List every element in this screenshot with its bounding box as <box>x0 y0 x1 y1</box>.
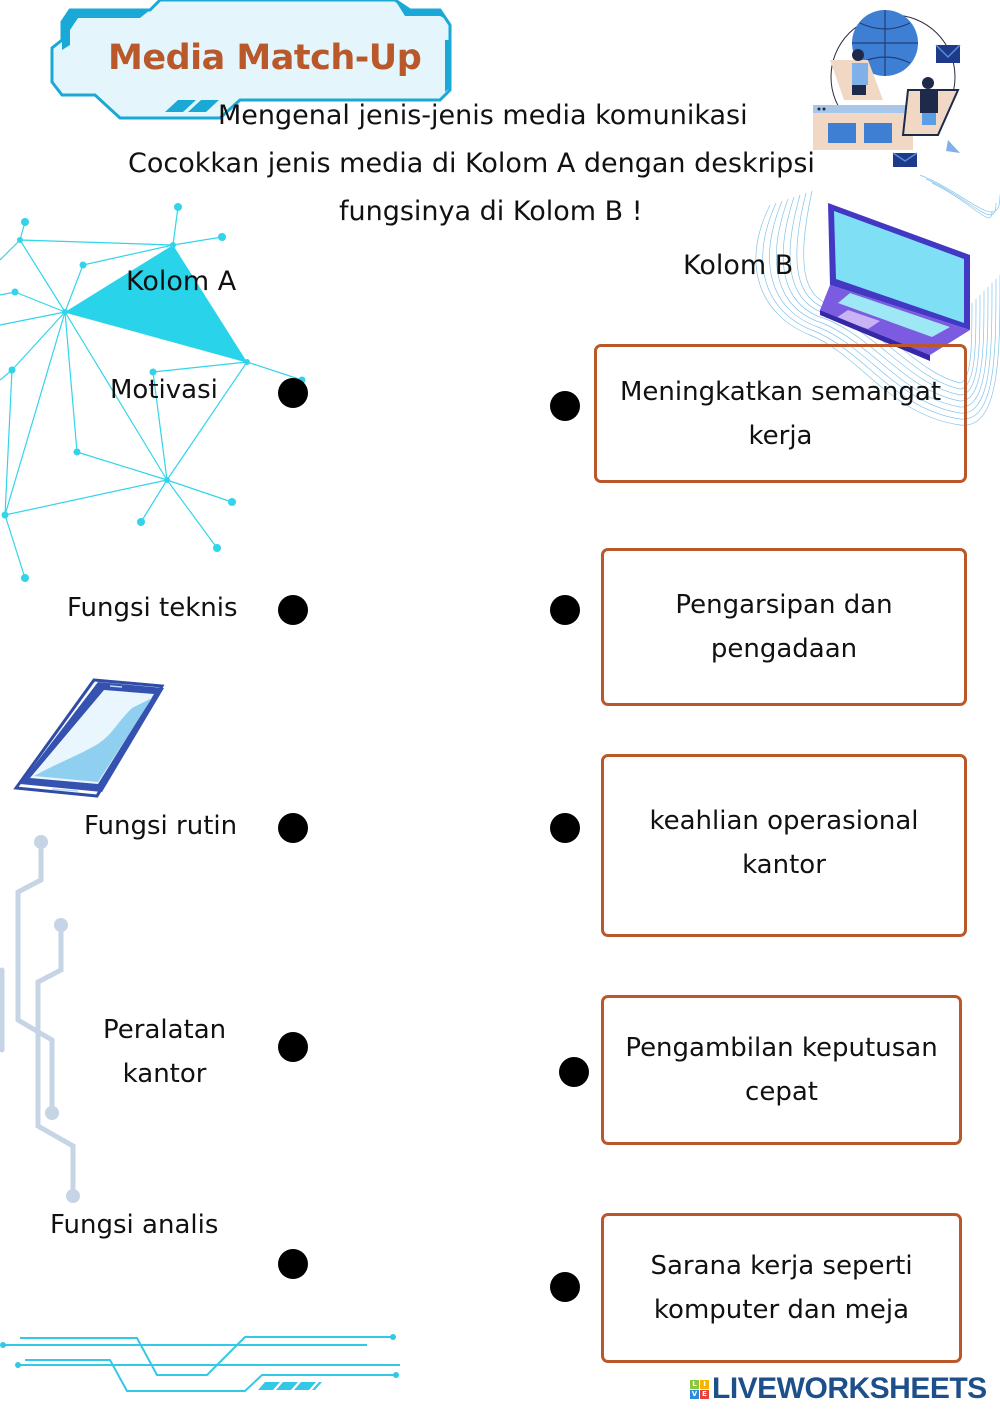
logo-text: LIVEWORKSHEETS <box>712 1372 987 1405</box>
label-line: Peralatan <box>103 1015 227 1045</box>
logo-letter: L <box>690 1379 699 1389</box>
box-line: kerja <box>748 420 813 451</box>
match-dot-b2[interactable] <box>550 595 580 625</box>
box-line: cepat <box>745 1077 818 1107</box>
column-a-heading: Kolom A <box>126 266 237 297</box>
instruction-line-3: fungsinya di Kolom B ! <box>339 196 643 227</box>
network-nodes-decoration <box>0 203 306 582</box>
box-line: komputer dan meja <box>653 1295 910 1325</box>
match-dot-a3[interactable] <box>278 813 308 843</box>
instruction-line-1: Mengenal jenis-jenis media komunikasi <box>218 100 748 131</box>
column-a-label: Fungsi teknis <box>67 586 238 630</box>
match-dot-a1[interactable] <box>278 378 308 408</box>
label-line: Fungsi teknis <box>67 593 238 623</box>
people-globe-network-icon <box>813 10 961 167</box>
title-frame <box>50 0 452 120</box>
box-line: Pengambilan keputusan <box>625 1033 938 1063</box>
circuit-lines-decoration <box>0 835 80 1203</box>
worksheet-title: Media Match-Up <box>108 38 422 78</box>
match-dot-a2[interactable] <box>278 595 308 625</box>
box-line: keahlian operasional <box>649 806 919 836</box>
match-dot-b4[interactable] <box>559 1057 589 1087</box>
column-b-heading: Kolom B <box>683 250 794 281</box>
column-b-box[interactable]: Sarana kerja seperti komputer dan meja <box>601 1213 962 1363</box>
label-line: Motivasi <box>110 375 218 405</box>
smartphone-icon <box>13 678 165 798</box>
logo-letter: I <box>700 1379 709 1389</box>
column-a-label: Fungsi analis <box>50 1203 218 1247</box>
match-dot-a5[interactable] <box>278 1249 308 1279</box>
label-line: Fungsi rutin <box>84 811 238 841</box>
column-b-box[interactable]: keahlian operasional kantor <box>601 754 967 937</box>
liveworksheets-logo: L I V E LIVEWORKSHEETS <box>690 1372 987 1406</box>
column-a-label: Motivasi <box>110 368 218 412</box>
label-line: Fungsi analis <box>50 1210 219 1240</box>
logo-letter: E <box>700 1389 709 1399</box>
box-line: Pengarsipan dan <box>675 590 893 620</box>
column-b-box[interactable]: Pengambilan keputusan cepat <box>601 995 962 1145</box>
laptop-icon <box>820 203 970 361</box>
column-b-box[interactable]: Pengarsipan dan pengadaan <box>601 548 967 706</box>
match-dot-b3[interactable] <box>550 813 580 843</box>
box-line: Meningkatkan semangat <box>619 376 942 407</box>
logo-letter: V <box>690 1389 699 1399</box>
label-line: kantor <box>122 1059 207 1089</box>
box-line: kantor <box>742 850 826 880</box>
match-dot-b5[interactable] <box>550 1272 580 1302</box>
box-line: pengadaan <box>710 634 858 664</box>
column-a-label: Peralatan kantor <box>103 1008 226 1096</box>
match-dot-a4[interactable] <box>278 1032 308 1062</box>
box-line: Sarana kerja seperti <box>650 1251 913 1281</box>
match-dot-b1[interactable] <box>550 391 580 421</box>
column-a-label: Fungsi rutin <box>84 804 237 848</box>
column-b-box[interactable]: Meningkatkan semangat kerja <box>594 344 967 483</box>
instruction-line-2: Cocokkan jenis media di Kolom A dengan d… <box>128 148 815 179</box>
bottom-circuit-decoration <box>0 1334 400 1392</box>
logo-mark-icon: L I V E <box>690 1379 709 1399</box>
